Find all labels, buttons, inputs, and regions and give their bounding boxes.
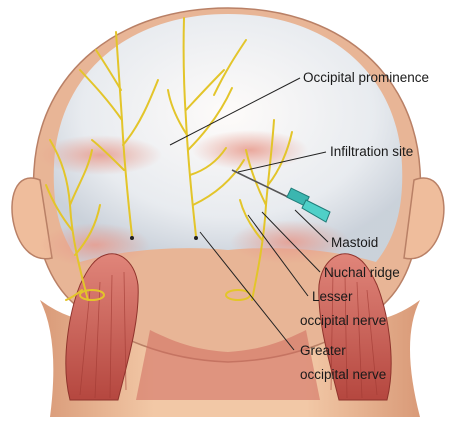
label-infiltration-site: Infiltration site [330, 144, 413, 159]
label-lesser-nerve-line2: occipital nerve [300, 313, 386, 328]
label-greater-nerve-line1: Greater [300, 343, 346, 358]
label-greater-nerve-line2: occipital nerve [300, 367, 386, 382]
label-nuchal-ridge: Nuchal ridge [324, 265, 400, 280]
label-mastoid: Mastoid [331, 235, 378, 250]
label-lesser-nerve-line1: Lesser [312, 289, 353, 304]
label-occipital-prominence: Occipital prominence [303, 70, 429, 85]
